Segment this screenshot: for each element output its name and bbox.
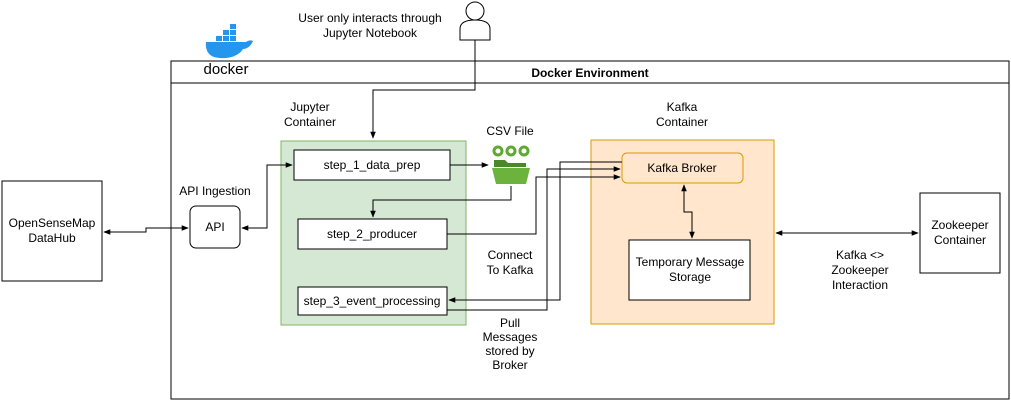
opensensemap-datahub-box: OpenSenseMap DataHub	[1, 180, 103, 282]
step-2-box: step_2_producer	[297, 218, 448, 250]
step-3-label: step_3_event_processing	[304, 294, 441, 308]
user-note-line1: User only interacts through	[298, 11, 441, 25]
user-note-line2: Jupyter Notebook	[323, 26, 418, 40]
pull-label-line2: Messages	[483, 330, 538, 344]
pull-label-line1: Pull	[500, 316, 520, 330]
broker-to-step3-arrow	[448, 161, 622, 303]
step2-to-broker-arrow	[447, 174, 621, 235]
opensensemap-line2: DataHub	[28, 231, 76, 245]
kz-label-line3: Interaction	[832, 278, 888, 292]
broker-storage-arrow	[681, 184, 695, 239]
api-box: API	[189, 205, 241, 249]
zookeeper-container-box: Zookeeper Container	[919, 192, 1001, 274]
user-person-icon	[459, 1, 491, 41]
opensensemap-line1: OpenSenseMap	[9, 216, 96, 230]
csv-caption: CSV File	[486, 124, 534, 138]
zookeeper-line1: Zookeeper	[931, 218, 988, 232]
connect-label-line1: Connect	[488, 248, 533, 262]
user-to-jupyter-arrow	[370, 40, 476, 139]
docker-whale-icon: docker	[203, 24, 253, 78]
step-2-label: step_2_producer	[327, 227, 417, 241]
kafka-title-line2: Container	[656, 115, 708, 129]
api-caption: API Ingestion	[179, 184, 250, 198]
pull-label-line4: Broker	[492, 358, 527, 372]
jupyter-title-line1: Jupyter	[290, 100, 329, 114]
jupyter-title-line2: Container	[284, 115, 336, 129]
storage-line2: Storage	[669, 270, 711, 284]
kz-label-line2: Zookeeper	[831, 263, 888, 277]
connect-label-line2: To Kafka	[487, 263, 534, 277]
step-3-box: step_3_event_processing	[297, 286, 448, 316]
step3-to-broker-arrow	[447, 166, 621, 311]
csv-to-step2-arrow	[370, 186, 512, 218]
storage-line1: Temporary Message	[636, 255, 745, 269]
docker-logo-text: docker	[203, 61, 248, 78]
step-1-box: step_1_data_prep	[293, 149, 451, 181]
docker-environment-title: Docker Environment	[531, 66, 648, 80]
kz-label-line1: Kafka <>	[836, 248, 884, 262]
csv-folder-icon	[492, 145, 530, 184]
api-label: API	[205, 220, 224, 234]
kafka-title-line1: Kafka	[667, 100, 698, 114]
temporary-message-storage-box: Temporary Message Storage	[628, 239, 751, 301]
pull-label-line3: stored by	[485, 344, 534, 358]
zookeeper-line2: Container	[934, 233, 986, 247]
kafka-broker-box: Kafka Broker	[621, 152, 744, 184]
step-1-label: step_1_data_prep	[324, 158, 421, 172]
kafka-broker-label: Kafka Broker	[647, 161, 716, 175]
api-step1-arrow	[241, 162, 293, 231]
datahub-api-arrow	[103, 225, 189, 235]
